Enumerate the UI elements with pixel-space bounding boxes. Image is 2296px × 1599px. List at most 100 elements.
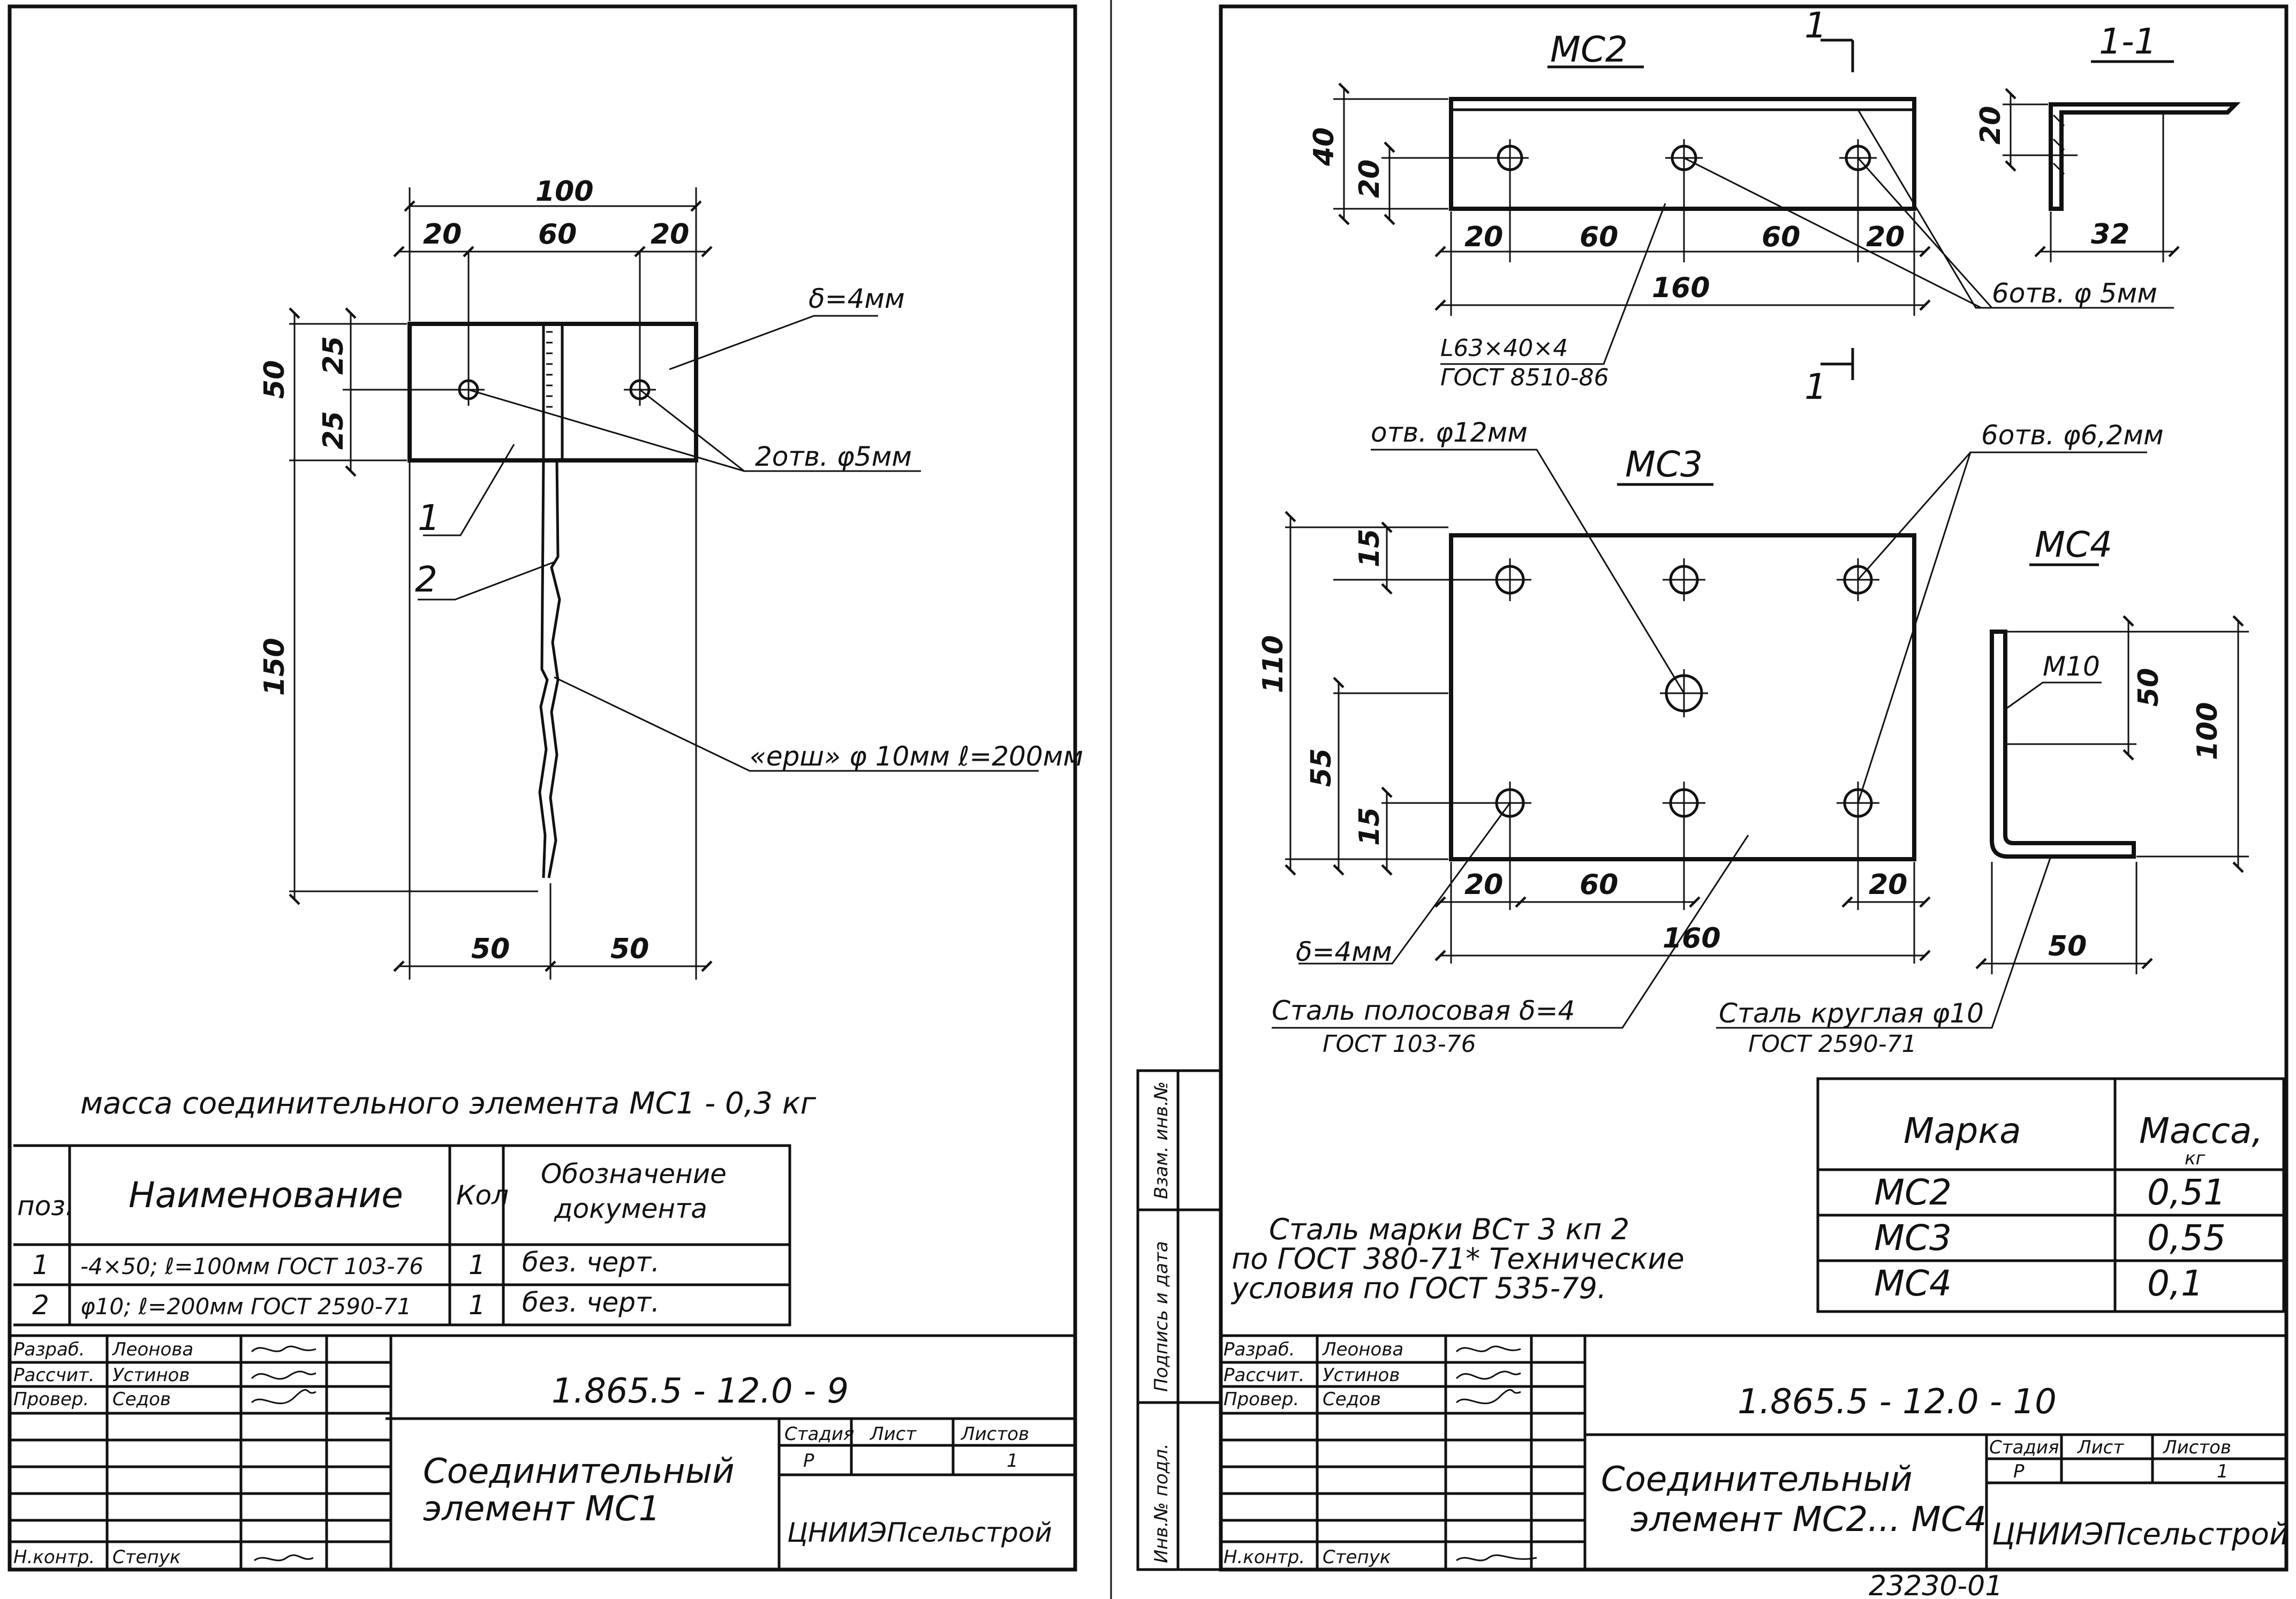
stamp-sign: Подпись и дата [1151,1241,1172,1392]
stamp-inv: Инв.№ подл. [1151,1443,1172,1563]
right-title-block: Разраб. Рассчит. Провер. Н.контр. Леонов… [1221,1334,2289,1570]
right-sheet: Инв.№ подл. Подпись и дата Взам. инв.№ М… [1136,4,2289,1599]
mc3-title: МС3 [1625,444,1703,485]
stamp-replace: Взам. инв.№ [1151,1081,1172,1199]
tb-title-1: Соединительный [423,1452,735,1491]
tb-org: ЦНИИЭПсельстрой [787,1517,1052,1548]
tb-role-3: Провер. [13,1389,89,1410]
rtb-stage-header: Стадия [1989,1437,2059,1458]
mc2-height: 40 [1308,127,1340,166]
mc3-plate [1449,533,1916,861]
dim-seg-b: 60 [538,218,577,251]
right-signatures [1455,1345,1537,1562]
dim-height-b: 25 [318,411,350,450]
mc2-seg-4: 20 [1866,221,1905,253]
mc4-height-half: 50 [2133,668,2165,707]
tb-role-4: Н.контр. [13,1547,95,1568]
spec-r2-qty: 1 [469,1290,486,1321]
rtb-role-3: Провер. [1223,1389,1299,1410]
tb-name-3: Седов [112,1389,171,1410]
mc2-profile-2: ГОСТ 8510-86 [1440,364,1609,391]
mc2-section-mark-bottom: 1 [1804,366,1827,407]
spec-r1-qty: 1 [469,1249,486,1280]
dim-seg-a: 20 [423,218,462,251]
mass-r1-value: 0,51 [2147,1172,2226,1213]
rtb-sheets-header: Листов [2162,1437,2231,1458]
mc4-thread: М10 [2043,651,2100,682]
tb-sheets-header: Листов [960,1423,1029,1445]
mc3-bottom-2: 60 [1580,869,1618,901]
rtb-role-4: Н.контр. [1223,1547,1305,1568]
label-pos2: 2 [415,559,437,600]
rtb-role-2: Рассчит. [1223,1365,1305,1386]
mc3-thickness: δ=4мм [1296,936,1392,967]
left-frame [7,4,1077,1572]
mc4-height: 100 [2192,702,2224,760]
mc3-bottom-1: 20 [1464,869,1503,901]
mc4-drawing: МС4 50 100 50 М10 Сталь круглая φ10 ГОСТ… [1716,524,2249,1058]
section-width: 32 [2091,218,2129,251]
section-title: 1-1 [2099,21,2157,62]
right-frame [1219,4,2289,1572]
mass-table: Марка Масса, кг МС2 0,51 МС3 0,55 МС4 0,… [1816,1077,2285,1313]
rtb-title-1: Соединительный [1601,1460,1913,1499]
mass-note: масса соединительного элемента МС1 - 0,3… [80,1086,817,1121]
mc3-material-2: ГОСТ 103-76 [1323,1030,1476,1058]
mc2-title: МС2 [1550,29,1628,70]
tb-code: 1.865.5 - 12.0 - 9 [552,1371,849,1411]
rtb-name-1: Леонова [1321,1339,1403,1360]
mc4-title: МС4 [2035,524,2112,565]
mc3-dim-55: 55 [1305,748,1338,787]
rtb-name-2: Устинов [1323,1365,1400,1386]
mc3-bottom-3: 20 [1869,869,1907,901]
ruff-rod [538,460,549,878]
spec-r1-doc: без. черт. [522,1247,660,1278]
dim-total-width: 100 [535,176,594,208]
mc2-height-half: 20 [1354,160,1386,198]
mc3-total: 160 [1663,922,1721,954]
mc3-big-hole: отв. φ12мм [1371,417,1528,448]
tb-stage-value: Р [803,1450,814,1472]
mass-r1-mark: МС2 [1874,1172,1952,1213]
mc2-holes: 6отв. φ 5мм [1992,278,2157,309]
spec-table: поз. Наименование Кол Обозначение докуме… [13,1144,791,1327]
dim-height-a: 25 [318,336,350,375]
mass-r2-mark: МС3 [1874,1217,1952,1259]
mc1-plate [407,322,698,463]
rtb-stage-value: Р [2013,1461,2025,1482]
mc3-dim-bottom: 15 [1354,807,1386,846]
rtb-sheet-header: Лист [2076,1437,2124,1458]
mc2-seg-1: 20 [1464,221,1503,253]
side-stamps: Инв.№ подл. Подпись и дата Взам. инв.№ [1136,1069,1222,1571]
mass-header-mark: Марка [1904,1110,2021,1151]
tb-name-2: Устинов [112,1365,190,1386]
rtb-code: 1.865.5 - 12.0 - 10 [1738,1382,2057,1422]
rtb-org: ЦНИИЭПсельстрой [1992,1517,2289,1552]
left-title-block: Разраб. Рассчит. Провер. Н.контр. Леонов… [10,1334,1075,1570]
mass-r3-value: 0,1 [2147,1263,2203,1304]
footer-number: 23230-01 [1869,1570,2003,1599]
mass-r2-value: 0,55 [2147,1217,2226,1259]
mc2-seg-3: 60 [1762,221,1800,253]
tb-title-2: элемент МС1 [423,1489,660,1529]
label-ruff: «ерш» φ 10мм ℓ=200мм [750,741,1083,772]
section-height: 20 [1975,106,2007,145]
mc3-material-1: Сталь полосовая δ=4 [1272,995,1575,1026]
label-pos1: 1 [418,497,440,539]
section-profile [2049,102,2241,211]
mc1-drawing: 100 20 60 20 50 25 25 150 50 50 δ=4мм 2о… [259,176,1083,980]
dim-bottom-right: 50 [610,933,649,965]
label-holes: 2отв. φ5мм [755,441,912,472]
spec-r1-name: -4×50; ℓ=100мм ГОСТ 103-76 [80,1253,424,1279]
mc4-material-2: ГОСТ 2590-71 [1748,1030,1917,1058]
spec-r2-doc: без. черт. [522,1287,660,1318]
mass-header-mass: Масса, [2139,1110,2263,1151]
rtb-sheets-value: 1 [2217,1461,2229,1482]
rtb-title-2: элемент МС2... МС4 [1630,1500,1987,1540]
spec-header-doc1: Обозначение [541,1158,727,1189]
mc2-section-mark-top: 1 [1804,5,1827,46]
mc4-width: 50 [2048,930,2087,963]
mc3-dim-height: 110 [1257,635,1289,693]
tb-role-1: Разраб. [13,1339,85,1360]
